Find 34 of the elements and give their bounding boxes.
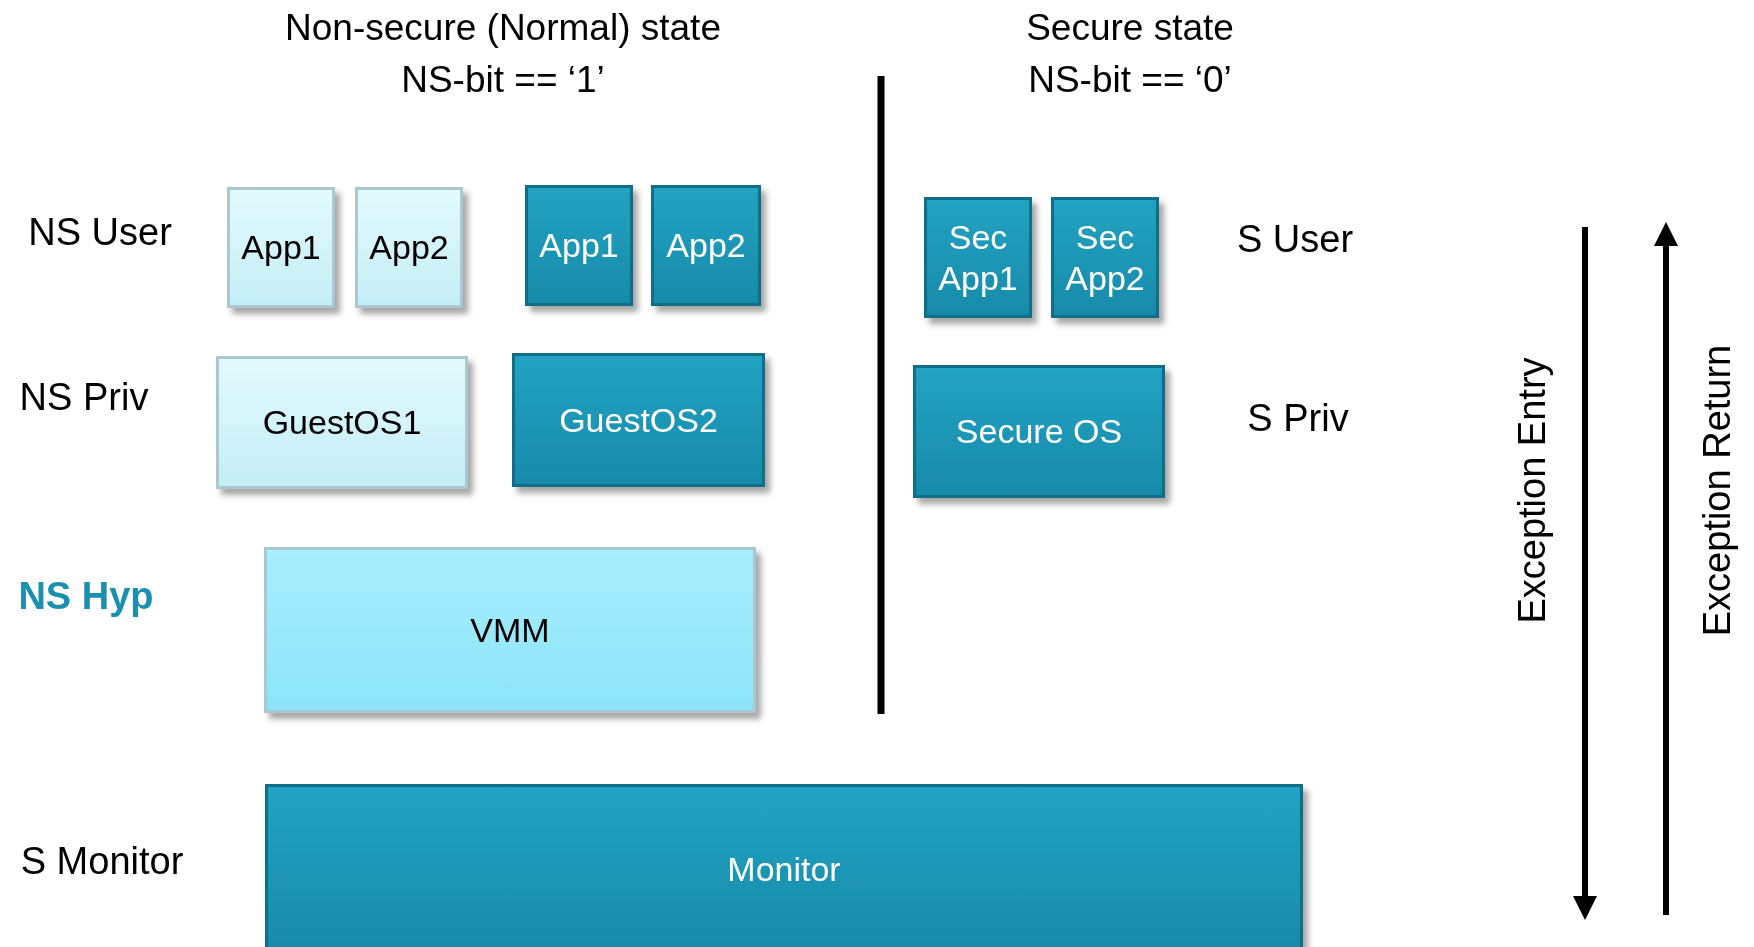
row-label: NS Priv — [19, 375, 149, 419]
box-label: App1 — [240, 227, 322, 268]
box-label: GuestOS2 — [558, 399, 719, 441]
process-box — [216, 356, 468, 489]
row-label: S User — [1236, 217, 1354, 261]
row-label: S Priv — [1247, 396, 1349, 440]
row-label: S Monitor — [20, 839, 184, 883]
row-label: NS User — [28, 210, 172, 254]
arrow-label: Exception Return — [1696, 344, 1740, 636]
box-label: Secure OS — [954, 411, 1124, 452]
box-label: App2 — [368, 227, 450, 268]
column-heading: Secure state — [1026, 7, 1234, 49]
box-label: App1 — [538, 225, 620, 266]
box-label: GuestOS1 — [261, 402, 423, 443]
process-box — [227, 187, 335, 308]
row-label: NS Hyp — [18, 574, 154, 618]
column-heading: NS-bit == ‘1’ — [401, 59, 605, 101]
process-box — [264, 547, 756, 713]
process-box — [1051, 197, 1159, 318]
box-label: App2 — [665, 225, 747, 266]
process-box — [355, 187, 463, 308]
column-heading: Non-secure (Normal) state — [285, 7, 721, 49]
arrow-label: Exception Entry — [1510, 356, 1554, 624]
box-label: Sec App2 — [1064, 216, 1146, 299]
process-box — [913, 365, 1165, 498]
box-label: Monitor — [726, 848, 842, 890]
process-box — [924, 197, 1032, 318]
process-box — [512, 353, 765, 487]
box-label: Sec App1 — [937, 216, 1019, 299]
monitor-bar — [265, 784, 1303, 947]
column-heading: NS-bit == ‘0’ — [1028, 59, 1232, 101]
process-box — [525, 185, 633, 306]
box-label: VMM — [469, 609, 551, 651]
process-box — [651, 185, 761, 306]
